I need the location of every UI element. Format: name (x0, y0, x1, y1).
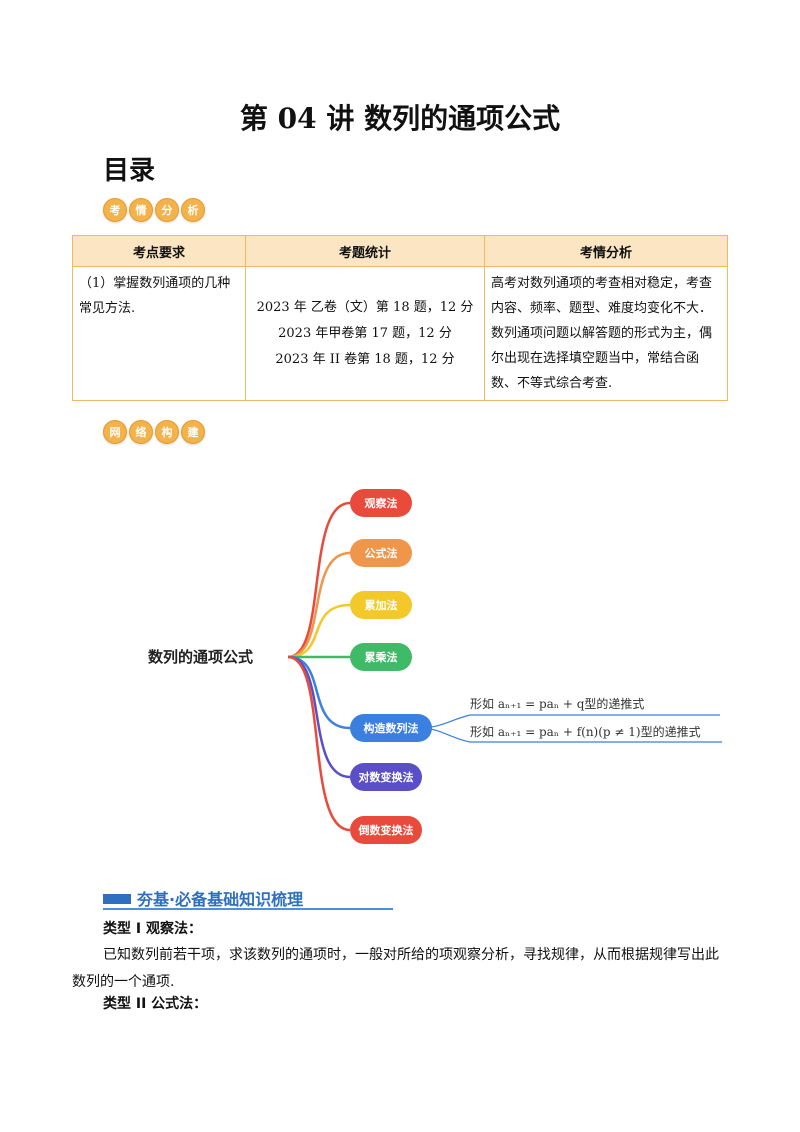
mindmap-node-box (350, 816, 422, 844)
banner-char: 络 (129, 420, 153, 444)
exam-analysis-banner: 考 情 分 析 (103, 198, 205, 222)
stat-line: 2023 年 乙卷（文）第 18 题，12 分 (256, 299, 474, 315)
mindmap-node-box (350, 489, 412, 517)
type-1-paragraph: 已知数列前若干项，求该数列的通项时，一般对所给的项观察分析，寻找规律，从而根据规… (72, 947, 719, 990)
mindmap-node-box (350, 763, 422, 791)
mindmap-node-box (350, 643, 412, 671)
sub-formula-1: 形如 aₙ₊₁ = paₙ + q型的递推式 (470, 696, 644, 711)
statistics-cell: 2023 年 乙卷（文）第 18 题，12 分 2023 年甲卷第 17 题，1… (245, 266, 485, 401)
banner-char: 情 (129, 198, 153, 222)
banner-char: 建 (181, 420, 205, 444)
mindmap-node[interactable]: 观察法 (350, 489, 412, 517)
mindmap-node-box (350, 714, 432, 742)
header-statistics: 考题统计 (245, 235, 485, 267)
mindmap-branch (287, 655, 351, 730)
sub-formula-2: 形如 aₙ₊₁ = paₙ + f(n)(p ≠ 1)型的递推式 (470, 724, 701, 739)
mindmap-root: 数列的通项公式 (148, 648, 253, 666)
mindmap-branch (287, 655, 351, 832)
banner-char: 构 (155, 420, 179, 444)
toc-heading: 目录 (103, 156, 156, 186)
mindmap-node-box (350, 539, 412, 567)
mindmap-node-label: 对数变换法 (359, 770, 414, 784)
banner-char: 考 (103, 198, 127, 222)
requirement-cell: （1）掌握数列通项的几种常见方法. (72, 266, 246, 401)
mindmap-node[interactable]: 累乘法 (350, 643, 412, 671)
mindmap-node-label: 构造数列法 (364, 721, 419, 735)
section-title: 夯基·必备基础知识梳理 (137, 890, 304, 909)
mindmap-node-label: 观察法 (365, 496, 398, 510)
banner-char: 分 (155, 198, 179, 222)
banner-char: 析 (181, 198, 205, 222)
sub-branch-line (419, 714, 720, 729)
stat-line: 2023 年 II 卷第 18 题，12 分 (275, 351, 455, 367)
page-title: 第 04 讲 数列的通项公式 (239, 102, 561, 135)
banner-char: 网 (103, 420, 127, 444)
mindmap-node-box (350, 591, 412, 619)
section-header: 夯基·必备基础知识梳理 (103, 886, 393, 910)
mindmap-node-label: 倒数变换法 (358, 823, 414, 837)
mindmap-branch (287, 551, 351, 659)
mindmap-node[interactable]: 累加法 (350, 591, 412, 619)
header-analysis: 考情分析 (484, 235, 728, 267)
mindmap-node-label: 累乘法 (365, 650, 398, 664)
mindmap-node[interactable]: 公式法 (350, 539, 412, 567)
mindmap-node-label: 累加法 (365, 598, 398, 612)
type-1-heading: 类型 I 观察法： (103, 921, 202, 937)
analysis-cell: 高考对数列通项的考查相对稳定，考查内容、频率、题型、难度均变化不大．数列通项问题… (484, 266, 728, 401)
mindmap-branch (287, 501, 351, 659)
mindmap-node[interactable]: 对数变换法 (350, 763, 422, 791)
mindmap-node[interactable]: 倒数变换法 (350, 816, 422, 844)
type-2-heading: 类型 II 公式法： (103, 996, 208, 1012)
exam-info-table: 考点要求 考题统计 考情分析 （1）掌握数列通项的几种常见方法. 2023 年 … (72, 235, 728, 401)
network-banner: 网 络 构 建 (103, 420, 205, 444)
header-requirement: 考点要求 (72, 235, 246, 267)
mindmap-branch (287, 603, 351, 659)
stat-line: 2023 年甲卷第 17 题，12 分 (278, 325, 452, 341)
sub-branch-line (419, 727, 722, 743)
mindmap-node[interactable]: 构造数列法 (350, 714, 432, 742)
section-bar-icon (103, 894, 131, 904)
mindmap-node-label: 公式法 (365, 546, 398, 560)
